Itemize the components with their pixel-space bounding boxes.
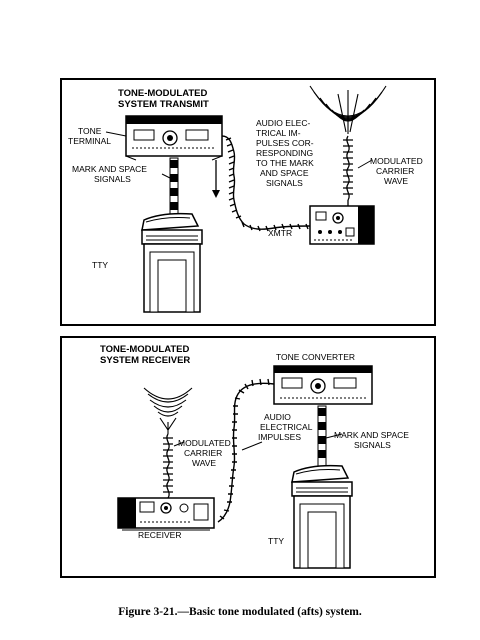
receiver-audio-label-1: AUDIO: [264, 412, 291, 422]
receiver-title-line1: TONE-MODULATED: [100, 344, 190, 355]
mark-space-cable: [169, 157, 179, 217]
tone-terminal-label-2: TERMINAL: [68, 136, 111, 146]
tone-terminal-label-1: TONE: [78, 126, 102, 136]
xmtr-label: XMTR: [268, 228, 292, 238]
audio-label-1: AUDIO ELEC-: [256, 118, 310, 128]
tty-machine: [141, 212, 203, 313]
receiver-modulated-label-2: CARRIER: [184, 448, 222, 458]
carrier-wave-radiation: [309, 85, 387, 134]
receiver-antenna-coil: [163, 433, 173, 499]
antenna-coil: [343, 135, 353, 208]
receiver-device: [117, 497, 215, 531]
modulated-label-2: CARRIER: [376, 166, 414, 176]
tty-label: TTY: [92, 260, 108, 270]
tone-converter-label: TONE CONVERTER: [276, 352, 355, 362]
audio-coil-cable: [221, 135, 311, 232]
receiver-mark-space-cable: [317, 405, 327, 471]
tone-terminal-device: [125, 115, 223, 161]
receiver-mark-space-label-2: SIGNALS: [354, 440, 391, 450]
modulated-label-3: WAVE: [384, 176, 408, 186]
audio-label-4: RESPONDING: [256, 148, 313, 158]
transmit-title-line1: TONE-MODULATED: [118, 88, 208, 99]
mark-space-label-1: MARK AND SPACE: [72, 164, 147, 174]
receiver-device-label: RECEIVER: [138, 530, 181, 540]
transmit-title-line2: SYSTEM TRANSMIT: [118, 99, 209, 110]
modulated-label-1: MODULATED: [370, 156, 423, 166]
receiver-tty-label: TTY: [268, 536, 284, 546]
tone-converter-device: [273, 365, 373, 405]
receiver-audio-label-2: ELECTRICAL: [260, 422, 313, 432]
audio-label-6: AND SPACE: [260, 168, 309, 178]
receiver-mark-space-label-1: MARK AND SPACE: [334, 430, 409, 440]
audio-label-7: SIGNALS: [266, 178, 303, 188]
receiver-panel: TONE-MODULATED SYSTEM RECEIVER TONE CONV…: [60, 336, 436, 578]
receiver-tty-machine: [291, 464, 353, 569]
audio-label-5: TO THE MARK: [256, 158, 314, 168]
receiver-audio-label-3: IMPULSES: [258, 432, 301, 442]
audio-label-2: TRICAL IM-: [256, 128, 301, 138]
transmit-diagram: TONE-MODULATED SYSTEM TRANSMIT TONE TERM…: [68, 85, 423, 313]
figure-caption: Figure 3-21.—Basic tone modulated (afts)…: [118, 606, 362, 618]
receiver-audio-coil: [217, 378, 275, 523]
mark-space-label-2: SIGNALS: [94, 174, 131, 184]
transmit-panel: TONE-MODULATED SYSTEM TRANSMIT TONE TERM…: [60, 78, 436, 326]
receiver-carrier-wave: [143, 387, 193, 434]
xmtr-device: [309, 205, 375, 245]
audio-label-3: PULSES COR-: [256, 138, 314, 148]
receiver-diagram: TONE-MODULATED SYSTEM RECEIVER TONE CONV…: [100, 344, 409, 569]
receiver-modulated-label-1: MODULATED: [178, 438, 231, 448]
receiver-title-line2: SYSTEM RECEIVER: [100, 355, 190, 366]
receiver-modulated-label-3: WAVE: [192, 458, 216, 468]
